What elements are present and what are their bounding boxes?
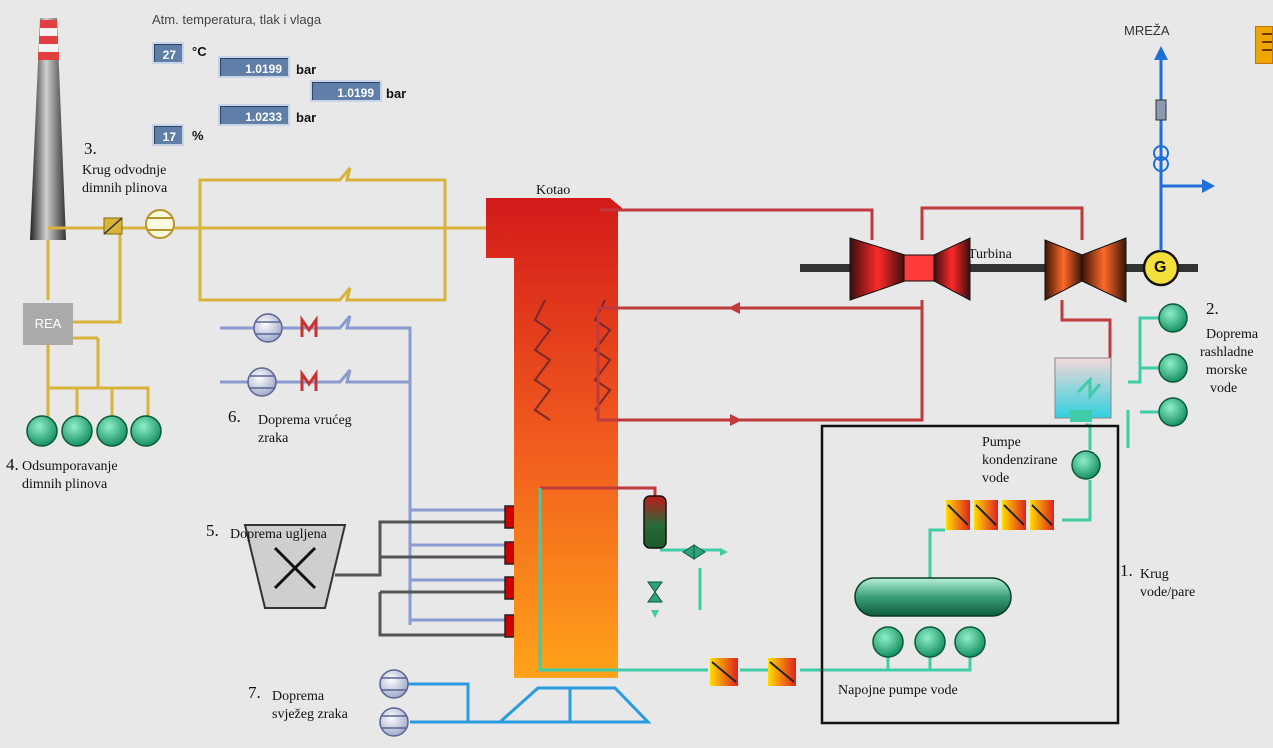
desulf-label-2: dimnih plinova: [22, 477, 108, 492]
water-steam-number: 1.: [1120, 561, 1133, 580]
coal-label: Doprema ugljena: [230, 527, 327, 542]
fresh-air-label-2: svježeg zraka: [272, 707, 348, 722]
temperature-unit: °C: [192, 44, 207, 59]
condensate-pump-icon[interactable]: [1071, 450, 1101, 480]
humidity-unit: %: [192, 128, 204, 143]
boiler-label: Kotao: [536, 183, 571, 198]
fresh-air-label-1: Doprema: [272, 689, 325, 704]
generator-label: G: [1154, 259, 1167, 276]
water-flow-arrows: [651, 548, 728, 618]
feed-pumps[interactable]: [872, 626, 986, 658]
fresh-air-number: 7.: [248, 683, 261, 702]
lp-turbine[interactable]: [1044, 237, 1127, 303]
grid-lines: [1159, 60, 1205, 251]
valves[interactable]: [647, 544, 706, 603]
hot-air-number: 6.: [228, 407, 241, 426]
cooling-label-2: rashladne: [1200, 345, 1254, 360]
desulf-label-1: Odsumporavanje: [22, 459, 118, 474]
cond-pump-label-1: Pumpe: [982, 435, 1021, 450]
chimney: [30, 18, 66, 240]
hp-turbine[interactable]: [849, 237, 971, 301]
pressure-display-1: 1.0199: [218, 56, 290, 78]
cooling-pumps[interactable]: [1158, 303, 1188, 427]
pressure-display-3: 1.0233: [218, 104, 290, 126]
feed-pump-label: Napojne pumpe vode: [838, 683, 958, 698]
flue-gas-fan-icon[interactable]: [145, 209, 175, 239]
boiler[interactable]: [486, 198, 622, 678]
condenser[interactable]: [1054, 357, 1112, 422]
cooling-label-1: Doprema: [1206, 327, 1259, 342]
pressure-unit-2: bar: [386, 86, 407, 101]
grid-breaker[interactable]: [1155, 99, 1167, 121]
grid-label: MREŽA: [1124, 23, 1170, 38]
flue-gas-label-2: dimnih plinova: [82, 181, 168, 196]
desulf-number: 4.: [6, 455, 19, 474]
desulfurization-pumps[interactable]: [26, 415, 162, 447]
flue-gas-label-1: Krug odvodnje: [82, 163, 167, 178]
menu-button[interactable]: [1255, 26, 1273, 64]
low-pressure-heaters: [946, 500, 1054, 530]
pressure-unit-1: bar: [296, 62, 317, 77]
cooling-label-4: vode: [1210, 381, 1238, 396]
cooling-label-3: morske: [1206, 363, 1248, 378]
coal-feed-lines: [335, 520, 505, 637]
water-steam-frame: [820, 424, 1120, 725]
water-steam-label-2: vode/pare: [1140, 585, 1196, 600]
air-heater-icon: [300, 315, 318, 391]
flow-arrows: [728, 302, 742, 426]
turbine-label: Turbina: [968, 247, 1012, 262]
temperature-display: 27: [152, 42, 184, 64]
humidity-display: 17: [152, 124, 184, 146]
cond-pump-label-3: vode: [982, 471, 1010, 486]
fresh-air-fan-icon[interactable]: [379, 669, 409, 737]
rea-unit[interactable]: REA: [23, 303, 73, 345]
cooling-number: 2.: [1206, 299, 1219, 318]
grid-arrows: [1154, 46, 1215, 193]
fresh-air-pipes: [408, 682, 652, 724]
flue-gas-number: 3.: [84, 139, 97, 158]
cond-pump-label-2: kondenzirane: [982, 453, 1058, 468]
hot-air-fan-icon[interactable]: [247, 313, 283, 397]
pressure-unit-3: bar: [296, 110, 317, 125]
transformer-icon: [1153, 145, 1169, 172]
steam-pipes: [540, 206, 1112, 496]
pressure-display-2: 1.0199: [310, 80, 382, 102]
coal-number: 5.: [206, 521, 219, 540]
feedwater-tank[interactable]: [854, 577, 1012, 617]
steam-drum[interactable]: [643, 495, 667, 549]
coal-mill-icon[interactable]: [243, 524, 347, 609]
atmosphere-title: Atm. temperatura, tlak i vlaga: [152, 12, 322, 27]
water-steam-label-1: Krug: [1140, 567, 1169, 582]
hot-air-label-2: zraka: [258, 431, 289, 446]
economizers: [710, 658, 796, 686]
hot-air-label-1: Doprema vrućeg: [258, 413, 352, 428]
